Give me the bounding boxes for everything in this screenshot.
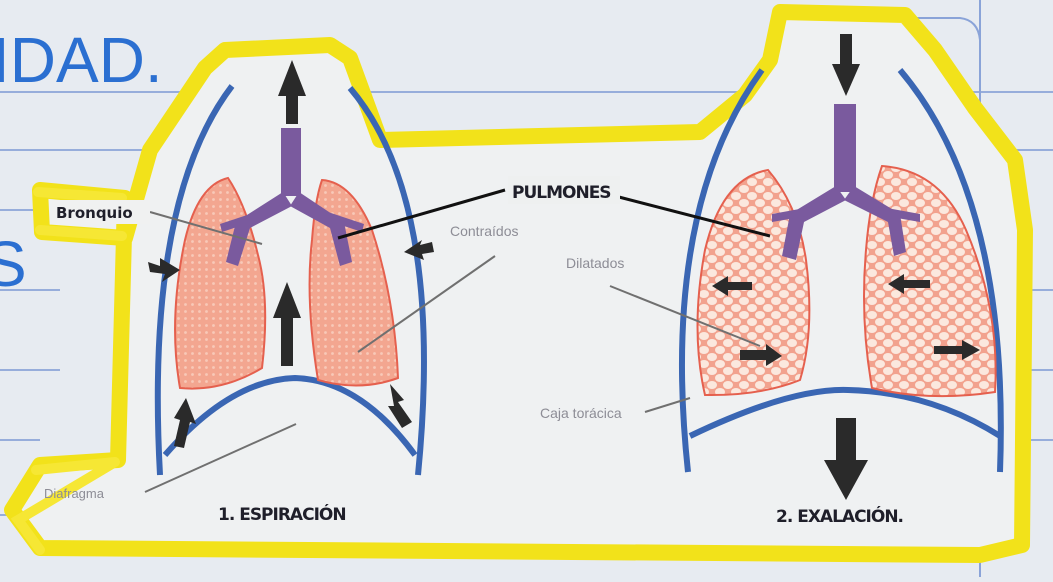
label-caja-toracica: Caja torácica — [540, 405, 622, 421]
label-dilatados: Dilatados — [566, 255, 624, 271]
caption-exalacion: 2. EXALACIÓN. — [776, 505, 903, 527]
side-fragment: S — [0, 228, 27, 300]
label-diafragma: Diafragma — [44, 486, 105, 501]
label-bronquio: Bronquio — [56, 204, 133, 222]
label-pulmones: PULMONES — [512, 183, 611, 203]
caption-espiracion: 1. ESPIRACIÓN — [218, 503, 346, 525]
heading-fragment: IDAD. — [0, 24, 163, 96]
label-contraidos: Contraídos — [450, 223, 518, 239]
